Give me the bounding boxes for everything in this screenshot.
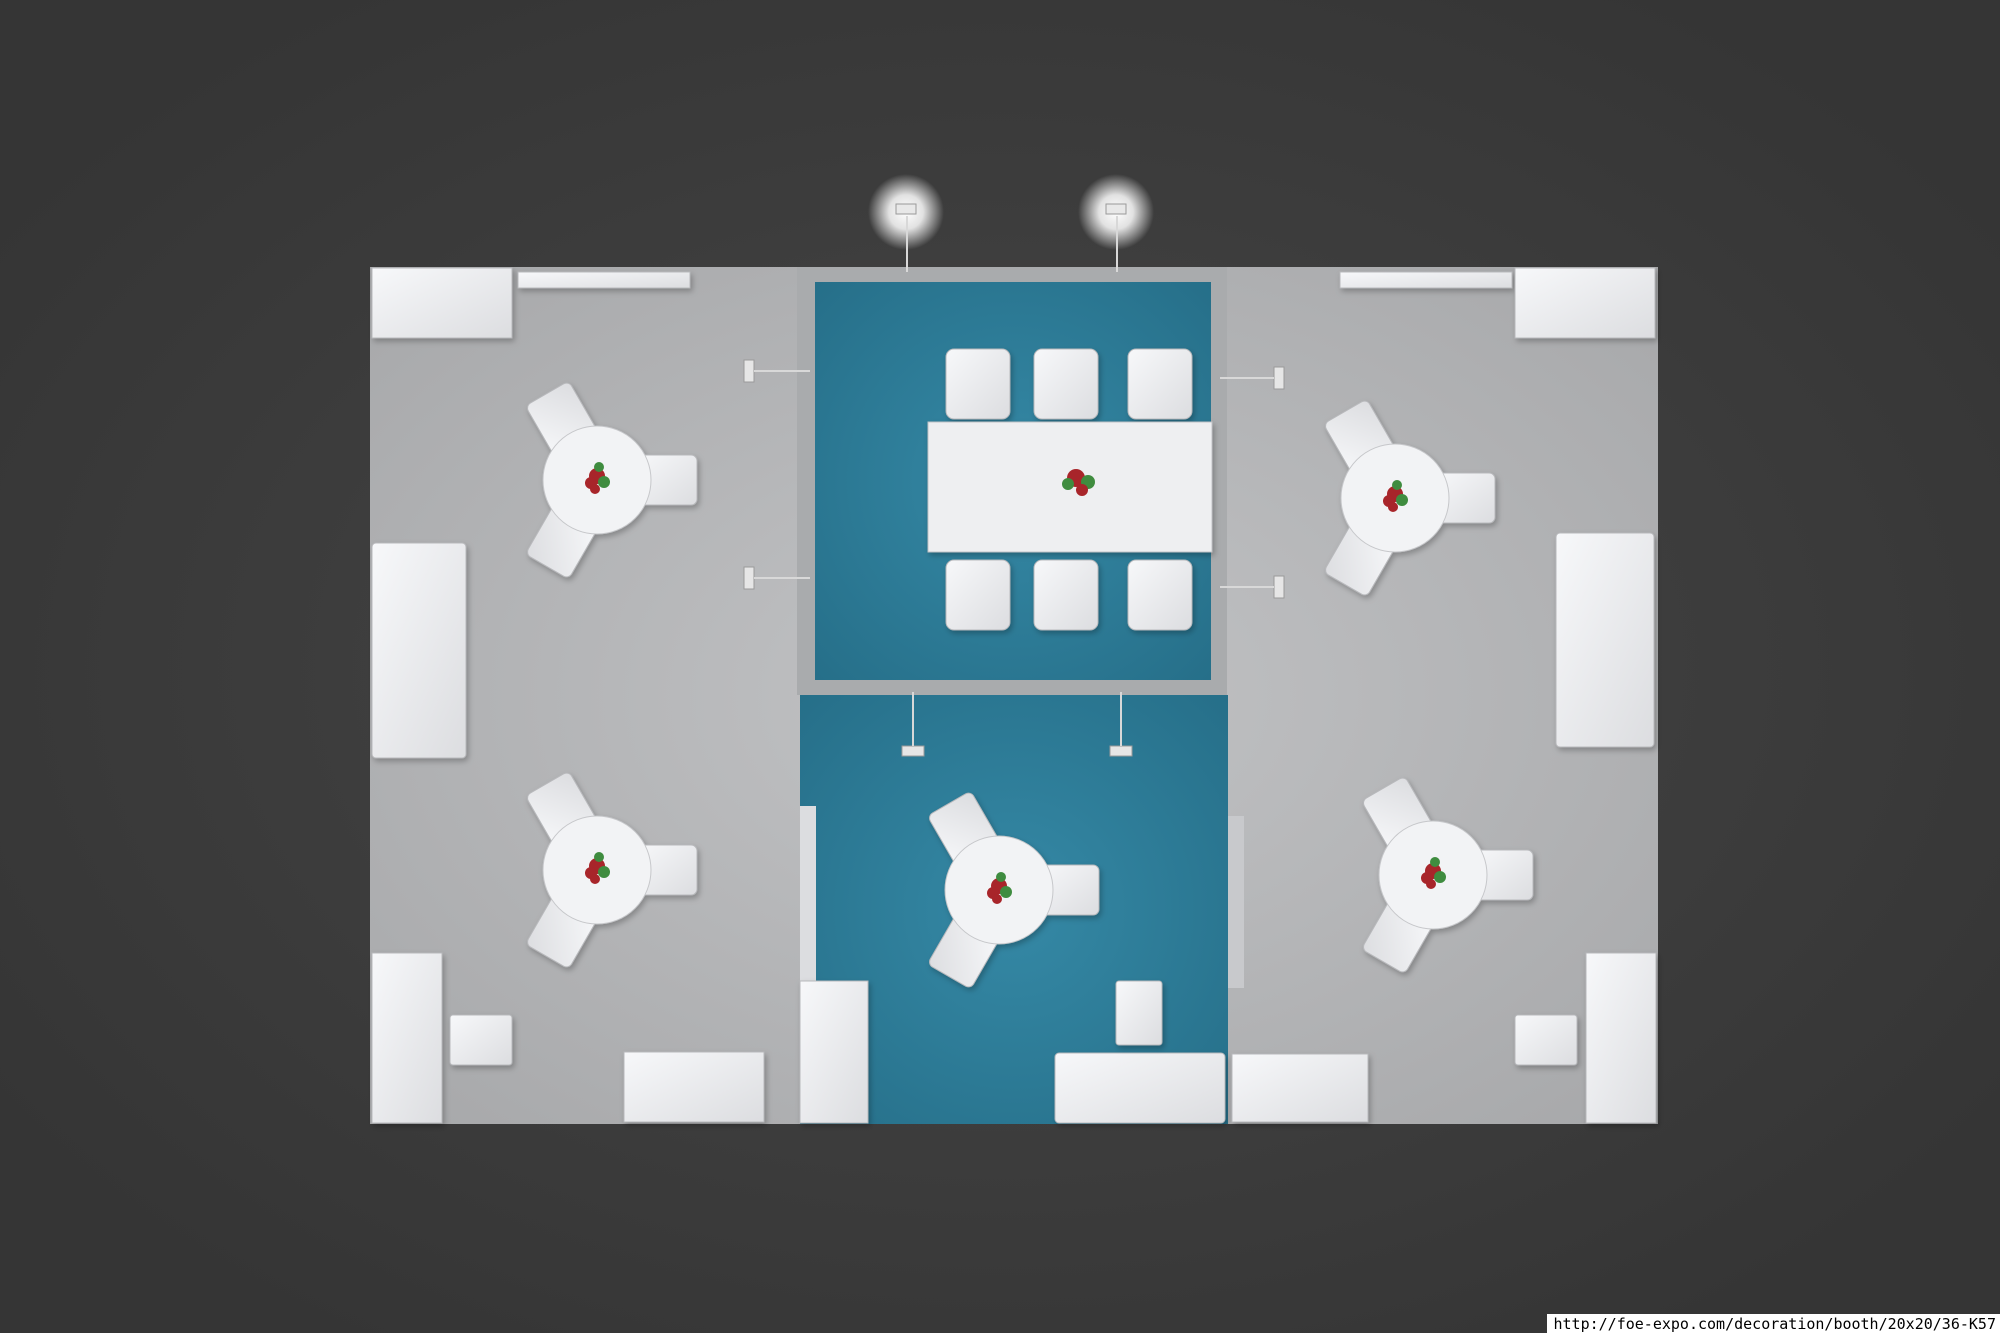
- counter: [371, 952, 1657, 1124]
- meeting-chair: [1033, 559, 1099, 631]
- flower-vase-icon: [987, 872, 1012, 904]
- flower-vase-icon: [585, 852, 610, 884]
- flower-petal: [1388, 502, 1398, 512]
- flower-petal: [1000, 886, 1012, 898]
- spotlight-icon: [1078, 174, 1154, 272]
- flower-petal: [1430, 857, 1440, 867]
- round-table-group: [1325, 400, 1496, 596]
- lounge-wall-right: [1228, 816, 1244, 988]
- flower-petal: [1434, 871, 1446, 883]
- lounge-wall-left: [800, 806, 816, 988]
- flower-petal: [598, 476, 610, 488]
- cabinet: [371, 267, 1656, 339]
- flower-vase-icon: [585, 462, 610, 494]
- meeting-chair: [1127, 559, 1193, 631]
- meeting-chair: [1127, 348, 1193, 420]
- wall-light-fixture: [743, 359, 1285, 757]
- meeting-chair: [945, 348, 1011, 420]
- spotlight-icon: [868, 174, 944, 272]
- flower-vase-icon: [1421, 857, 1446, 889]
- watermark-url: http://foe-expo.com/decoration/booth/20x…: [1547, 1314, 2000, 1333]
- meeting-chair: [945, 559, 1011, 631]
- flower-petal: [1426, 879, 1436, 889]
- flower-petal: [590, 874, 600, 884]
- flower-petal: [1392, 480, 1402, 490]
- flower-petal: [996, 872, 1006, 882]
- round-tables: [527, 382, 1534, 988]
- stool: [449, 980, 1578, 1066]
- bench: [371, 532, 1655, 759]
- flower-vase-icon: [1062, 469, 1095, 496]
- flower-petal: [590, 484, 600, 494]
- flower-petal: [594, 462, 604, 472]
- flower-petal: [1396, 494, 1408, 506]
- flower-petal: [594, 852, 604, 862]
- meeting-chair: [1033, 348, 1099, 420]
- flower-petal: [598, 866, 610, 878]
- flower-vase-icon: [1383, 480, 1408, 512]
- flower-petal: [992, 894, 1002, 904]
